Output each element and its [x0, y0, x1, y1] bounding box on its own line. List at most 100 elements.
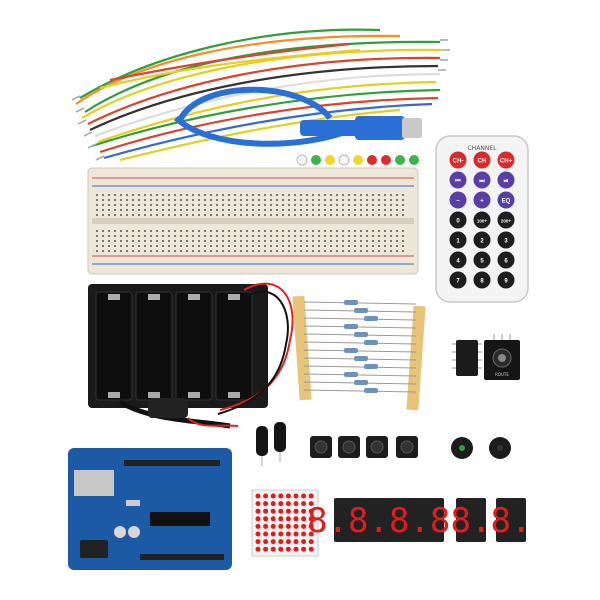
led-matrix-dot [308, 493, 314, 499]
breadboard-hole [360, 250, 362, 252]
breadboard-hole [210, 194, 212, 196]
led-matrix-dot [301, 546, 307, 552]
jumper-wires [75, 28, 443, 162]
breadboard-hole [384, 204, 386, 206]
breadboard-hole [336, 240, 338, 242]
breadboard-hole [366, 235, 368, 237]
breadboard-hole [156, 209, 158, 211]
breadboard-hole [306, 199, 308, 201]
led-matrix-dot [301, 539, 307, 545]
remote-button-label: 2 [480, 239, 484, 245]
breadboard-hole [330, 194, 332, 196]
breadboard-hole [108, 209, 110, 211]
remote-button[interactable] [473, 151, 491, 169]
resistor-lead [303, 301, 417, 305]
breadboard-hole [228, 194, 230, 196]
breadboard-hole [354, 240, 356, 242]
led-matrix-dot [263, 493, 269, 499]
breadboard-hole [186, 199, 188, 201]
breadboard-hole [258, 209, 260, 211]
breadboard-hole [264, 245, 266, 247]
breadboard-hole [210, 199, 212, 201]
remote-button[interactable] [449, 211, 467, 229]
breadboard-hole [402, 230, 404, 232]
breadboard-hole [252, 209, 254, 211]
breadboard-hole [384, 235, 386, 237]
resistor-body [344, 300, 358, 305]
breadboard-hole [210, 209, 212, 211]
breadboard-hole [372, 250, 374, 252]
led-matrix-dot [293, 523, 299, 529]
remote-button[interactable] [449, 231, 467, 249]
breadboard-hole [180, 240, 182, 242]
remote-button[interactable] [449, 251, 467, 269]
breadboard-hole [396, 240, 398, 242]
breadboard-hole [354, 245, 356, 247]
breadboard-hole [150, 245, 152, 247]
breadboard-hole [270, 230, 272, 232]
breadboard-hole [288, 250, 290, 252]
breadboard-hole [282, 235, 284, 237]
remote-button[interactable] [473, 231, 491, 249]
breadboard-hole [114, 209, 116, 211]
breadboard-hole [186, 194, 188, 196]
breadboard-hole [144, 199, 146, 201]
remote-button[interactable] [497, 271, 515, 289]
breadboard-hole [384, 214, 386, 216]
remote-button[interactable] [497, 151, 515, 169]
breadboard-hole [144, 245, 146, 247]
remote-button[interactable] [497, 231, 515, 249]
breadboard-hole [318, 235, 320, 237]
breadboard-hole [354, 230, 356, 232]
breadboard-hole [240, 250, 242, 252]
remote-button[interactable] [449, 171, 467, 189]
breadboard-hole [204, 214, 206, 216]
breadboard-hole [162, 250, 164, 252]
led-matrix-dot [308, 539, 314, 545]
breadboard-hole [312, 204, 314, 206]
breadboard-hole [138, 209, 140, 211]
remote-button[interactable] [473, 271, 491, 289]
breadboard-hole [312, 214, 314, 216]
breadboard-hole [96, 204, 98, 206]
breadboard-hole [306, 250, 308, 252]
remote-button[interactable] [449, 151, 467, 169]
remote-button[interactable] [497, 191, 515, 209]
breadboard-hole [264, 250, 266, 252]
remote-button[interactable] [449, 191, 467, 209]
remote-button[interactable] [497, 171, 515, 189]
breadboard-hole [120, 204, 122, 206]
breadboard-hole [162, 214, 164, 216]
breadboard-hole [378, 240, 380, 242]
resistor-strips [292, 295, 426, 411]
remote-button[interactable] [497, 251, 515, 269]
remote-button[interactable] [449, 271, 467, 289]
remote-button[interactable] [473, 251, 491, 269]
resistor-lead [303, 365, 417, 369]
breadboard-hole [144, 235, 146, 237]
breadboard-hole [360, 214, 362, 216]
remote-button-label: CH+ [500, 159, 513, 165]
breadboard-hole [246, 240, 248, 242]
remote-button[interactable] [497, 211, 515, 229]
breadboard-hole [396, 235, 398, 237]
led-matrix-dot [255, 539, 261, 545]
remote-button[interactable] [473, 191, 491, 209]
breadboard-hole [252, 199, 254, 201]
breadboard-hole [204, 250, 206, 252]
breadboard-hole [114, 245, 116, 247]
remote-button[interactable] [473, 211, 491, 229]
breadboard-hole [348, 209, 350, 211]
ic-chip [452, 340, 482, 376]
seven-segment-digit-a: 8. [451, 498, 491, 542]
led-matrix-dot [293, 546, 299, 552]
breadboard-hole [228, 199, 230, 201]
breadboard-hole [156, 250, 158, 252]
breadboard-hole [168, 235, 170, 237]
breadboard-hole [114, 250, 116, 252]
breadboard-hole [360, 235, 362, 237]
remote-button[interactable] [473, 171, 491, 189]
breadboard-hole [222, 230, 224, 232]
breadboard-hole [222, 194, 224, 196]
breadboard-hole [96, 199, 98, 201]
